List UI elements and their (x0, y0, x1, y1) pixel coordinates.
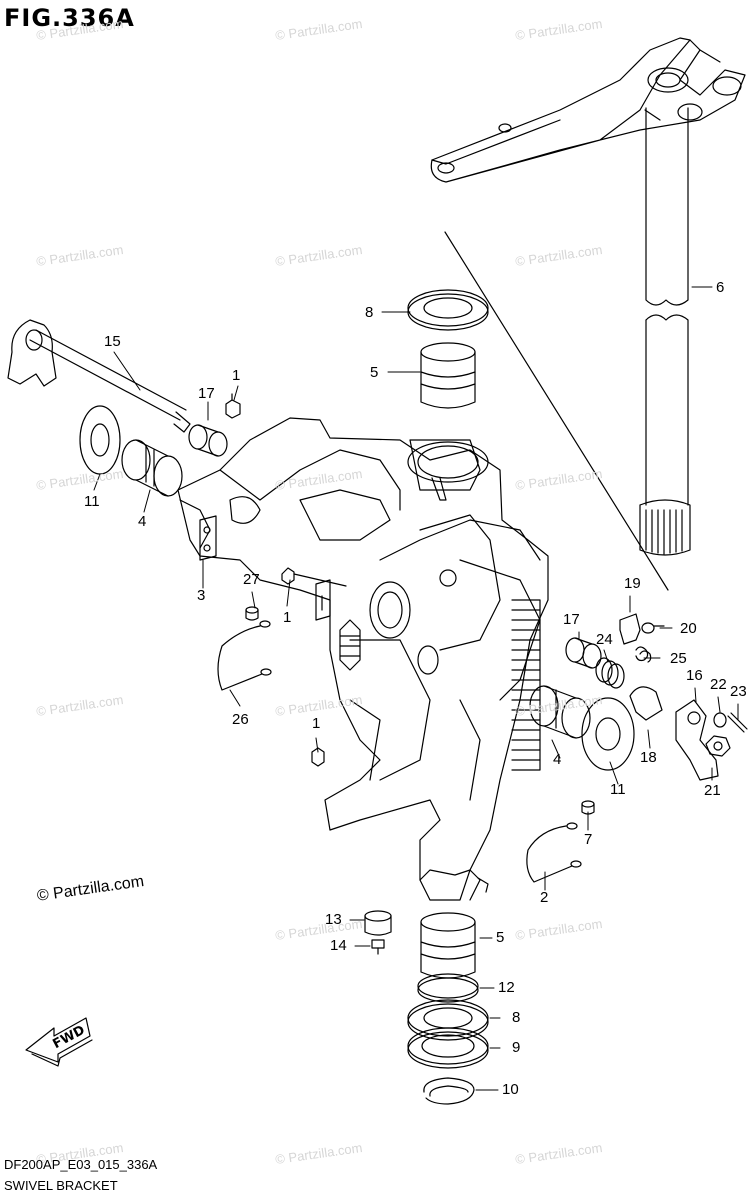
callout-9: 9 (512, 1039, 521, 1056)
callout-15: 15 (104, 333, 121, 350)
washer-8-bottom (407, 999, 489, 1041)
callout-13: 13 (325, 911, 342, 928)
callout-6: 6 (716, 279, 725, 296)
callout-18: 18 (640, 749, 657, 766)
bushing-5-top (420, 342, 476, 409)
body-bore-ring (407, 441, 489, 483)
bushing-4-left (121, 439, 183, 497)
callout-12: 12 (498, 979, 515, 996)
washer-11-left (79, 405, 121, 475)
washer-11-right (581, 697, 635, 771)
swivel-bracket-body (177, 417, 549, 901)
plate-19-part (619, 613, 641, 645)
steering-arm-part (430, 37, 746, 183)
grease-fitting-1-top (225, 393, 241, 419)
ground-wire-26 (217, 620, 272, 691)
callout-4: 4 (553, 751, 562, 768)
spring-24-part (595, 657, 625, 689)
bushing-17-left (188, 424, 228, 457)
cushion-13-part (364, 910, 392, 936)
callout-16: 16 (686, 667, 703, 684)
callout-7: 7 (584, 831, 593, 848)
spring-25-part (635, 646, 652, 663)
callout-17: 17 (198, 385, 215, 402)
callout-24: 24 (596, 631, 613, 648)
callout-1: 1 (283, 609, 292, 626)
grease-fitting-1-bottom (311, 747, 325, 767)
rod-15-part (7, 319, 191, 433)
lever-18-part (629, 686, 663, 721)
callout-26: 26 (232, 711, 249, 728)
callout-3: 3 (197, 587, 206, 604)
assembly-guide-line (444, 231, 669, 591)
callout-1: 1 (312, 715, 321, 732)
ring-12-part (417, 973, 479, 1003)
callout-22: 22 (710, 676, 727, 693)
leader-lines (93, 286, 739, 1091)
callout-8: 8 (365, 304, 374, 321)
grease-fitting-1-mid (281, 567, 347, 587)
figure-title: FIG.336A (4, 4, 135, 32)
bushing-5-bottom (420, 912, 476, 979)
washer-9-part (407, 1027, 489, 1069)
bolt-14-part (371, 939, 385, 955)
bushing-4-right (529, 685, 591, 739)
snap-ring-10-part (423, 1077, 475, 1105)
callout-4: 4 (138, 513, 147, 530)
bolt-7-part (581, 800, 595, 815)
callout-14: 14 (330, 937, 347, 954)
ground-wire-2 (526, 822, 582, 883)
callout-2: 2 (540, 889, 549, 906)
callout-8: 8 (512, 1009, 521, 1026)
callout-5: 5 (370, 364, 379, 381)
washer-22-part (713, 712, 727, 728)
callout-10: 10 (502, 1081, 519, 1098)
callout-1: 1 (232, 367, 241, 384)
callout-11: 11 (84, 493, 100, 510)
bracket-16-part (675, 699, 719, 781)
callout-20: 20 (680, 620, 697, 637)
pin-23-part (727, 712, 748, 733)
steering-shaft-part (639, 107, 691, 556)
diagram-code: DF200AP_E03_015_336A (4, 1157, 158, 1172)
callout-19: 19 (624, 575, 641, 592)
diagram-caption: SWIVEL BRACKET (4, 1178, 118, 1193)
washer-8-top (407, 289, 489, 331)
nut-21-part (705, 735, 731, 757)
bolt-27-part (245, 606, 259, 621)
callout-27: 27 (243, 571, 260, 588)
fwd-arrow-icon (25, 1017, 93, 1067)
callout-17: 17 (563, 611, 580, 628)
callout-23: 23 (730, 683, 747, 700)
bolt-20-part (641, 622, 665, 634)
callout-11: 11 (610, 781, 626, 798)
bushing-17-right (565, 637, 602, 669)
callout-21: 21 (704, 782, 721, 799)
callout-5: 5 (496, 929, 505, 946)
callout-25: 25 (670, 650, 687, 667)
